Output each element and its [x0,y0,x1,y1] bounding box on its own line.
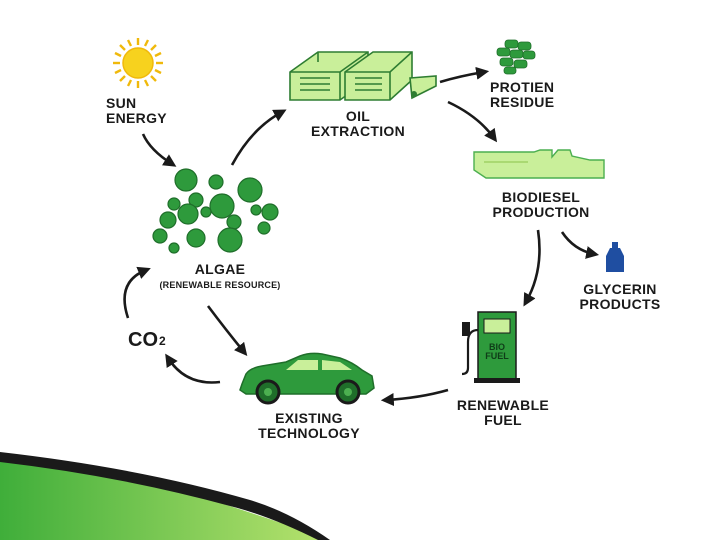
algae-cells-icon [152,168,279,254]
car-icon [239,352,375,405]
arrow-fuel-to-car [380,388,449,407]
arrow-biodiesel-to-fuel [523,229,541,307]
protein-residue-icon [496,39,536,75]
cycle-arrows [123,66,600,407]
arrow-algae-to-car [206,305,248,357]
algae-label: ALGAE (RENEWABLE RESOURCE) [150,262,290,290]
decorative-swoosh [0,452,330,540]
sun-icon [113,38,163,88]
algae-subtitle: (RENEWABLE RESOURCE) [159,279,281,290]
arrow-car-to-co2 [165,353,221,384]
co2-label: CO2 [128,329,166,351]
algae-title: ALGAE [194,261,246,277]
arrow-oil-to-biodiesel [447,100,498,143]
biofuel-pump-icon [461,311,520,383]
arrow-oil-to-protein [439,66,490,84]
arrow-algae-to-oil [230,109,287,166]
arrow-co2-to-algae [123,266,151,319]
arrow-sun-to-algae [141,133,177,167]
glycerin-bottle-icon [606,242,624,272]
arrow-biodiesel-to-glycerin [560,231,600,259]
biodiesel-plant-icon [473,149,605,179]
oil-extraction-icon [289,51,437,101]
